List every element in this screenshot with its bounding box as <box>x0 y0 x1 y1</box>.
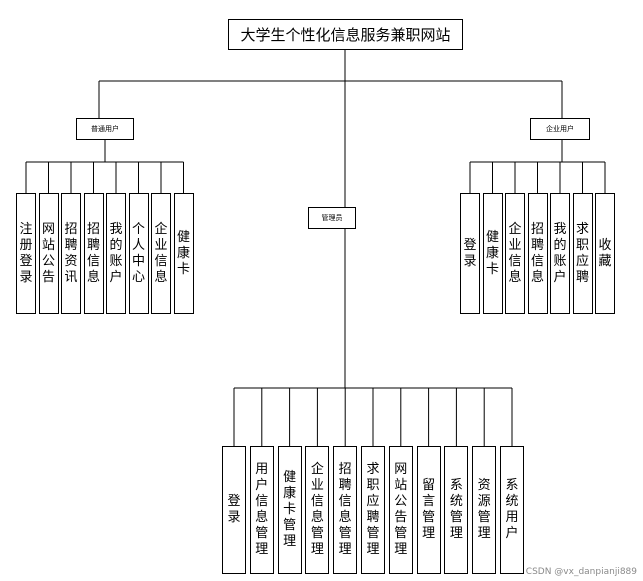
module-label: 求职应聘 <box>575 221 589 285</box>
root-node: 大学生个性化信息服务兼职网站 <box>228 19 463 50</box>
module-label: 招聘信息 <box>86 221 100 285</box>
module-label: 招聘信息管理 <box>338 462 352 557</box>
module-box: 注册登录 <box>16 193 36 314</box>
module-box: 系统用户 <box>500 446 524 574</box>
group-node-regular-user: 普通用户 <box>76 118 134 140</box>
module-box: 用户信息管理 <box>249 446 274 574</box>
module-box: 健康卡 <box>173 193 194 314</box>
module-label: 我的账户 <box>553 221 567 285</box>
module-label: 企业信息管理 <box>310 462 324 557</box>
module-label: 健康卡管理 <box>283 470 297 549</box>
module-box: 留言管理 <box>416 446 441 574</box>
module-box: 求职应聘 <box>572 193 593 314</box>
module-label: 健康卡 <box>176 229 190 277</box>
module-label: 系统用户 <box>505 478 519 541</box>
module-box: 健康卡管理 <box>277 446 302 574</box>
module-label: 招聘信息 <box>530 221 544 285</box>
module-box: 个人中心 <box>128 193 149 314</box>
module-label: 收藏 <box>598 237 612 269</box>
module-label: 个人中心 <box>131 221 145 285</box>
group-node-company-user: 企业用户 <box>530 118 590 140</box>
module-box: 资源管理 <box>472 446 497 574</box>
module-label: 网站公告 <box>41 221 55 285</box>
module-box: 招聘信息 <box>527 193 548 314</box>
group-node-admin: 管理员 <box>308 207 356 229</box>
module-box: 企业信息 <box>151 193 171 314</box>
module-label: 注册登录 <box>19 221 33 285</box>
module-box: 系统管理 <box>444 446 469 574</box>
module-label: 企业信息 <box>154 221 168 285</box>
module-box: 企业信息管理 <box>305 446 330 574</box>
module-label: 用户信息管理 <box>255 462 269 557</box>
module-label: 登录 <box>463 237 477 269</box>
module-label: 企业信息 <box>508 221 522 285</box>
module-box: 健康卡 <box>482 193 503 314</box>
module-box: 招聘信息管理 <box>333 446 358 574</box>
module-box: 招聘资讯 <box>61 193 81 314</box>
module-box: 登录 <box>222 446 246 574</box>
module-box: 网站公告管理 <box>388 446 413 574</box>
module-box: 收藏 <box>595 193 615 314</box>
module-label: 登录 <box>227 494 241 525</box>
module-label: 网站公告管理 <box>394 462 408 557</box>
module-label: 系统管理 <box>449 478 463 541</box>
watermark: CSDN @vx_danpianji889 <box>525 567 637 577</box>
module-label: 我的账户 <box>109 221 123 285</box>
module-label: 健康卡 <box>485 229 499 277</box>
module-box: 招聘信息 <box>83 193 104 314</box>
module-label: 留言管理 <box>422 478 436 541</box>
module-box: 企业信息 <box>505 193 525 314</box>
module-box: 我的账户 <box>106 193 126 314</box>
module-box: 登录 <box>460 193 480 314</box>
module-label: 招聘资讯 <box>64 221 78 285</box>
module-label: 求职应聘管理 <box>366 462 380 557</box>
module-box: 网站公告 <box>38 193 59 314</box>
module-box: 我的账户 <box>550 193 570 314</box>
module-label: 资源管理 <box>477 478 491 541</box>
module-box: 求职应聘管理 <box>361 446 385 574</box>
